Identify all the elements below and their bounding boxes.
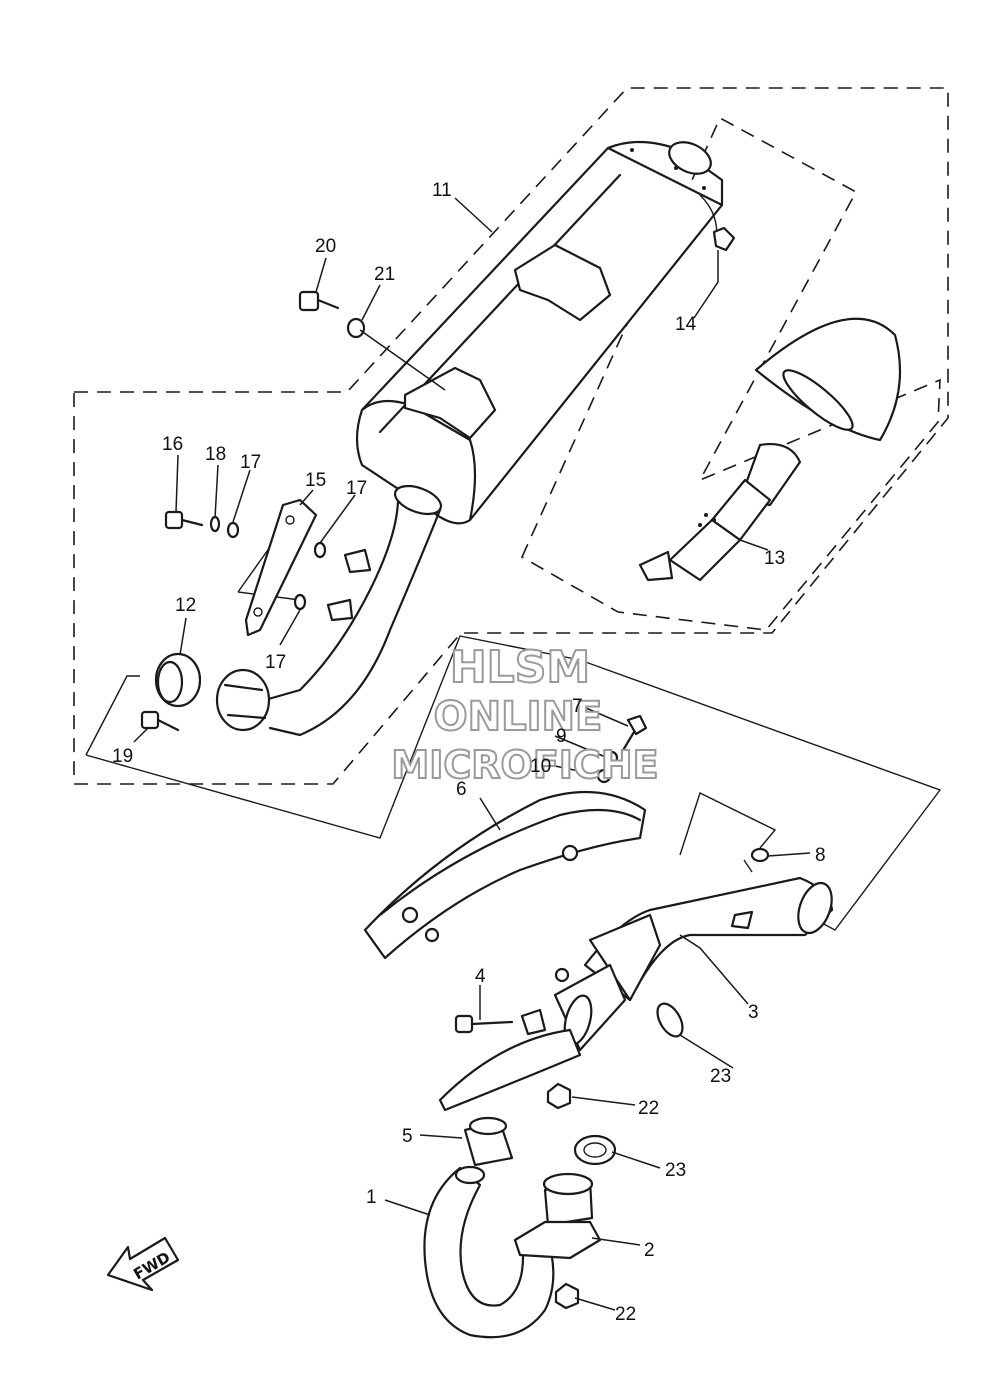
fasteners-16-18 (164, 510, 372, 622)
label-part-17-b: 17 (346, 478, 367, 499)
label-part-23-a: 23 (710, 1066, 731, 1087)
label-part-1: 1 (366, 1187, 377, 1208)
joint-5 (463, 1116, 514, 1167)
label-part-13: 13 (764, 548, 785, 569)
forward-direction-arrow: FWD (106, 1236, 180, 1292)
label-part-4: 4 (475, 966, 486, 987)
label-part-17-a: 17 (240, 452, 261, 473)
clip-8 (743, 847, 770, 873)
nut-22-upper (546, 1082, 572, 1110)
watermark-line-1: HLSM (450, 642, 590, 693)
pipe-group-boundary (679, 792, 777, 856)
label-part-20: 20 (315, 236, 336, 257)
bolt-14 (712, 226, 736, 252)
label-part-12: 12 (175, 595, 196, 616)
label-part-3: 3 (748, 1002, 759, 1023)
label-part-9: 9 (556, 726, 567, 747)
muffler-body (355, 140, 724, 525)
fasteners-20-21 (298, 290, 446, 391)
gasket-12 (154, 652, 202, 708)
bolt-19 (140, 710, 180, 732)
watermark-line-2: ONLINE (434, 694, 603, 740)
label-part-22-a: 22 (638, 1098, 659, 1119)
bracket-15 (244, 498, 318, 637)
bolt-4 (454, 1008, 547, 1036)
label-part-21: 21 (374, 264, 395, 285)
label-part-10: 10 (530, 756, 551, 777)
gasket-23-upper (656, 1002, 684, 1038)
group-boundaries (73, 87, 949, 785)
label-part-7: 7 (572, 696, 583, 717)
watermark: HLSM ONLINE MICROFICHE (390, 641, 659, 788)
watermark-line-3: MICROFICHE (391, 743, 658, 787)
label-part-17-c: 17 (265, 652, 286, 673)
fasteners-7-9-10 (596, 714, 648, 784)
muffler-group-boundary (73, 87, 949, 785)
label-part-5: 5 (402, 1126, 413, 1147)
label-part-18: 18 (205, 444, 226, 465)
leader-lines (133, 197, 811, 1311)
label-part-23-b: 23 (665, 1160, 686, 1181)
nut-22-lower (554, 1282, 580, 1310)
label-part-8: 8 (815, 845, 826, 866)
exhaust-pipe-3 (438, 876, 834, 1112)
label-part-19: 19 (112, 746, 133, 767)
label-part-6: 6 (456, 779, 467, 800)
gasket-23-lower (573, 1134, 617, 1166)
part-labels: 11 20 21 14 16 18 17 15 17 13 12 17 19 7… (112, 180, 826, 1325)
label-part-22-b: 22 (615, 1304, 636, 1325)
label-part-2: 2 (644, 1240, 655, 1261)
spark-arrestor-13 (638, 317, 902, 582)
flange-2 (513, 1172, 602, 1260)
protector-6 (363, 790, 647, 960)
label-part-11: 11 (432, 180, 452, 201)
solid-boundaries (85, 539, 942, 931)
label-part-14: 14 (675, 314, 697, 335)
muffler-inlet-pipe (215, 484, 443, 737)
inner-muffler-boundary (520, 116, 941, 631)
joint-group-boundary (85, 635, 942, 931)
label-part-15: 15 (305, 470, 326, 491)
header-pipe-1 (423, 1165, 555, 1339)
label-part-16: 16 (162, 434, 183, 455)
